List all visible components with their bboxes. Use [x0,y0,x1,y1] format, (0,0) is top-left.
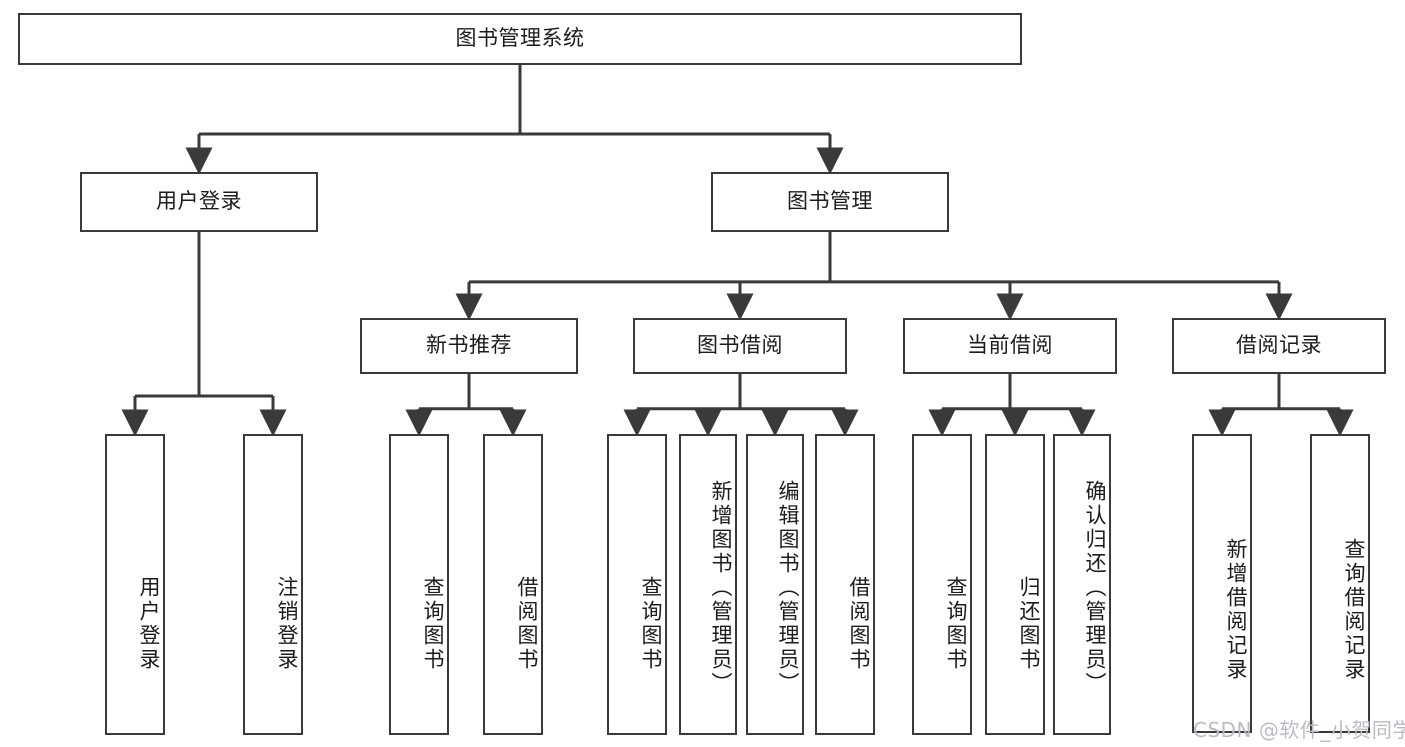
node-label: 借阅图书 [847,575,871,672]
node-label: 图书管理系统 [455,26,585,51]
node-l1-user: 用户登录 [80,172,318,232]
node-l3-cur-query: 查询图书 [912,434,972,735]
node-l3-new-borrow: 借阅图书 [483,434,543,735]
node-l3-user-login: 用户登录 [105,434,165,735]
node-root: 图书管理系统 [18,13,1022,65]
node-label: 查询图书 [639,575,663,672]
node-label: 借阅图书 [515,575,539,672]
node-l3-new-query: 查询图书 [389,434,449,735]
node-label: 查询借阅记录 [1342,537,1366,682]
node-l3-cur-confirm: 确认归还（管理员） [1053,434,1111,735]
node-l2-record: 借阅记录 [1172,318,1386,374]
node-label: 注销登录 [275,575,299,672]
node-l1-book: 图书管理 [711,172,949,232]
node-l2-new: 新书推荐 [360,318,578,374]
node-l3-bor-lend: 借阅图书 [815,434,875,735]
node-label: 归还图书 [1017,575,1041,672]
node-l3-bor-edit: 编辑图书（管理员） [746,434,804,735]
node-l2-current: 当前借阅 [903,318,1117,374]
node-label: 编辑图书（管理员） [776,479,800,696]
node-l3-cur-return: 归还图书 [985,434,1045,735]
node-label: 用户登录 [156,189,242,214]
node-label: 图书借阅 [697,333,783,358]
node-label: 新增借阅记录 [1224,537,1248,682]
node-label: 借阅记录 [1236,333,1322,358]
node-label: 图书管理 [787,189,873,214]
node-l2-borrow: 图书借阅 [633,318,847,374]
node-l3-user-logout: 注销登录 [243,434,303,735]
node-l3-bor-add: 新增图书（管理员） [679,434,737,735]
node-label: 当前借阅 [967,333,1053,358]
node-label: 查询图书 [421,575,445,672]
node-label: 确认归还（管理员） [1083,479,1107,696]
node-label: 查询图书 [944,575,968,672]
node-l3-rec-query: 查询借阅记录 [1310,434,1370,733]
node-l3-rec-add: 新增借阅记录 [1192,434,1252,733]
node-l3-bor-query: 查询图书 [607,434,667,735]
csdn-watermark: CSDN @软件_小贺同学 [1193,718,1405,742]
node-label: 用户登录 [137,575,161,672]
node-label: 新增图书（管理员） [709,479,733,696]
node-label: 新书推荐 [426,333,512,358]
